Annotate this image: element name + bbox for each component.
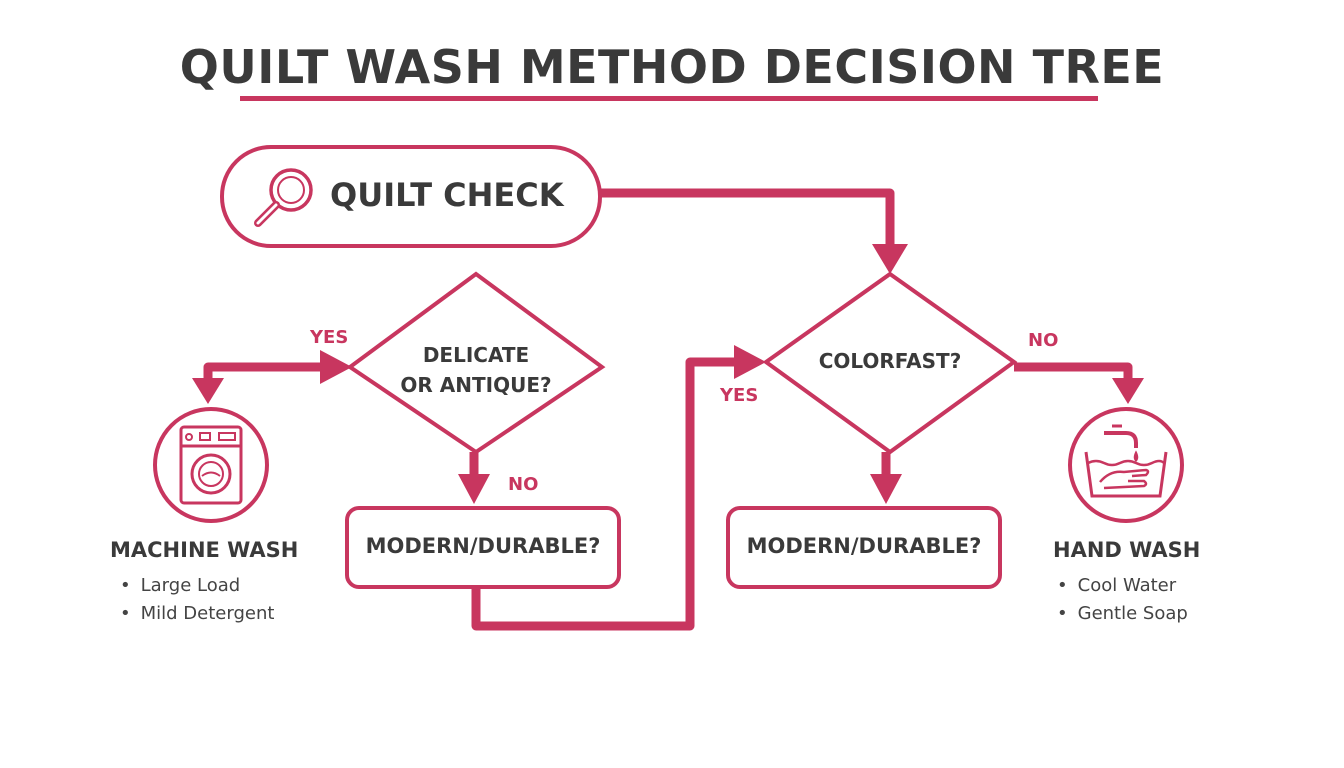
magnifying-glass-icon — [254, 168, 313, 227]
hand-wash-basin-icon — [1068, 407, 1184, 523]
arrowhead-hand — [1112, 378, 1144, 404]
start-node — [220, 145, 602, 248]
list-item: Gentle Soap — [1057, 600, 1188, 628]
hand-wash-bullets: Cool Water Gentle Soap — [1057, 572, 1188, 628]
modern-left-label: MODERN/DURABLE? — [365, 534, 601, 558]
delicate-label: DELICATE OR ANTIQUE? — [376, 340, 576, 400]
arrowhead-colorfast-top — [872, 244, 908, 274]
connectors — [203, 188, 1133, 631]
decision-delicate — [346, 271, 606, 455]
arrowheads — [192, 244, 1144, 504]
washing-machine-icon — [153, 407, 269, 523]
arrowhead-modern-left — [458, 474, 490, 504]
connector-delicate-yes — [203, 362, 322, 382]
hand-wash-title: HAND WASH — [1053, 538, 1201, 562]
machine-wash-title: MACHINE WASH — [110, 538, 299, 562]
modern-right-label: MODERN/DURABLE? — [746, 534, 982, 558]
flow-label-delicate-no: NO — [508, 474, 539, 495]
arrowhead-machine — [192, 378, 224, 404]
page-title: QUILT WASH METHOD DECISION TREE — [179, 40, 1165, 94]
machine-wash-bullets: Large Load Mild Detergent — [120, 572, 275, 628]
start-label: QUILT CHECK — [330, 176, 564, 214]
flow-label-delicate-yes: YES — [310, 327, 349, 348]
flow-label-colorfast-no: NO — [1028, 330, 1059, 351]
connector-colorfast-no — [1014, 362, 1133, 382]
decision-modern-right — [726, 506, 1002, 589]
arrowhead-modern-right — [870, 474, 902, 504]
flow-label-colorfast-yes: YES — [720, 385, 759, 406]
decision-modern-left — [345, 506, 621, 589]
title-underline — [240, 96, 1098, 101]
list-item: Cool Water — [1057, 572, 1188, 600]
colorfast-label: COLORFAST? — [818, 349, 962, 373]
delicate-label-line2: OR ANTIQUE? — [400, 373, 552, 397]
arrowhead-colorfast-left — [734, 345, 766, 379]
connector-start-to-colorfast — [600, 188, 895, 248]
list-item: Mild Detergent — [120, 600, 275, 628]
decision-colorfast — [762, 271, 1018, 455]
arrowhead-delicate-left — [320, 350, 352, 384]
connector-modern-to-colorfast — [471, 357, 738, 631]
delicate-label-line1: DELICATE — [422, 343, 530, 367]
list-item: Large Load — [120, 572, 274, 600]
